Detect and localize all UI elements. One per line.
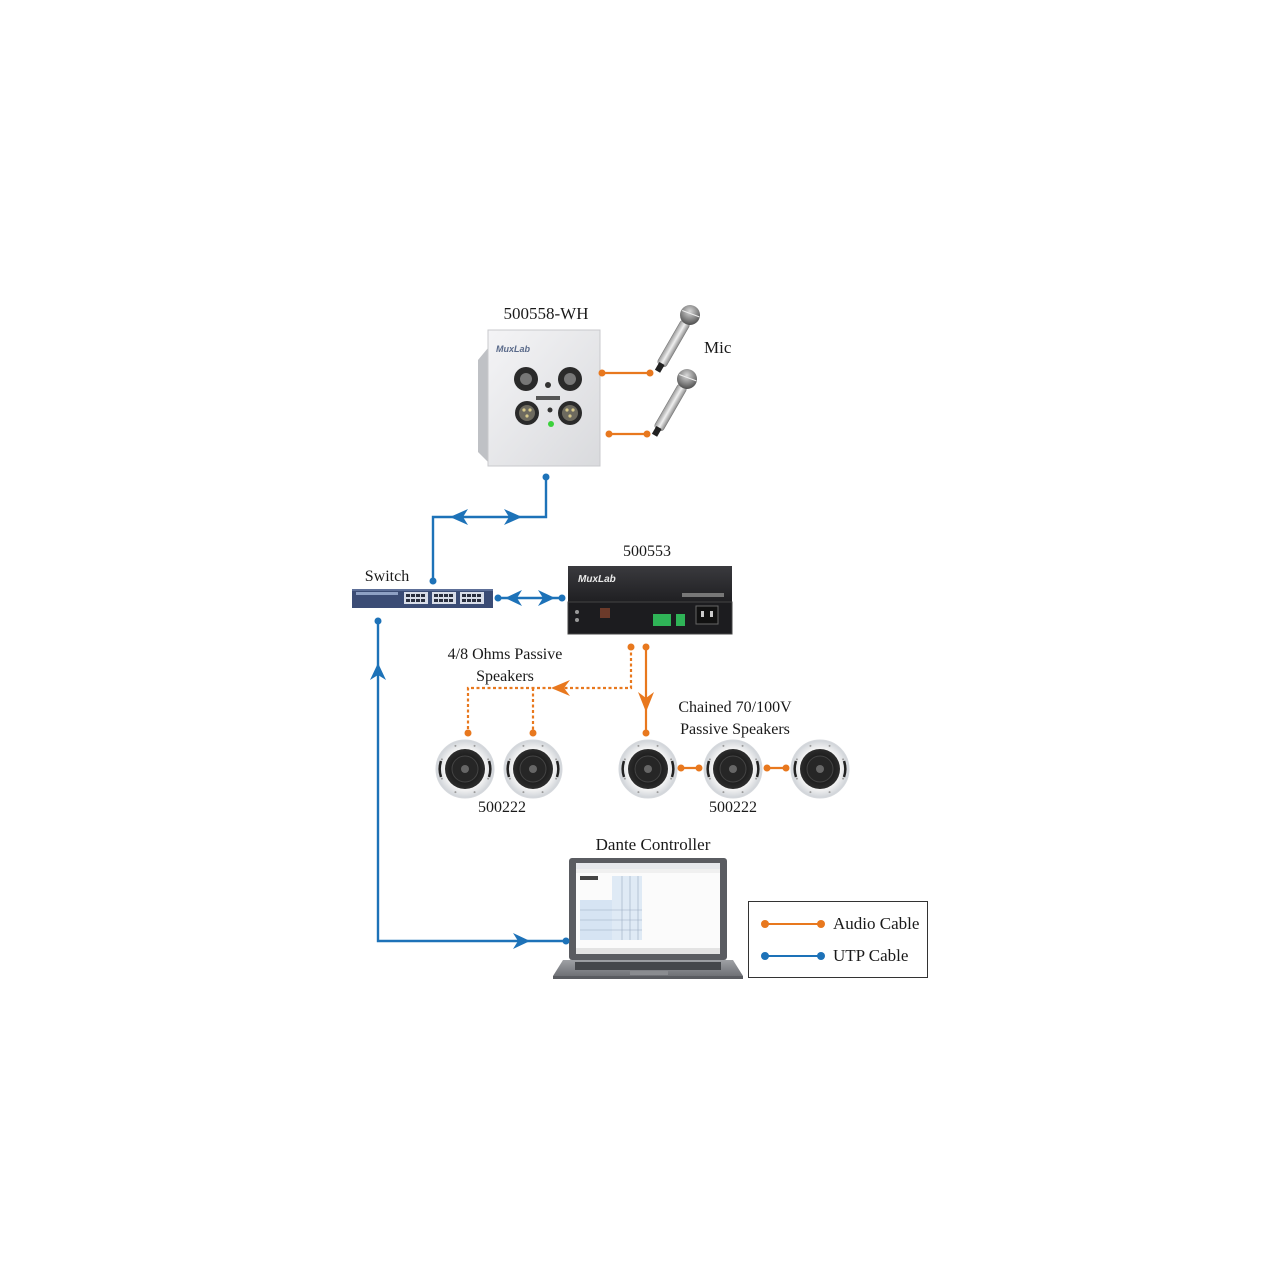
low-z-speakers-title-line2: Speakers bbox=[476, 668, 534, 685]
low-z-speakers-model: 500222 bbox=[478, 799, 526, 816]
amplifier-label: 500553 bbox=[623, 543, 671, 560]
ceiling-speaker-icon bbox=[703, 739, 763, 799]
arrow-right-icon bbox=[538, 590, 555, 606]
microphone-icon bbox=[654, 305, 700, 373]
amplifier-device: MuxLab bbox=[567, 566, 733, 635]
ceiling-speaker-icon bbox=[790, 739, 850, 799]
ceiling-speaker-icon bbox=[435, 739, 495, 799]
laptop-label: Dante Controller bbox=[595, 835, 711, 854]
legend-item-utp: UTP Cable bbox=[749, 946, 927, 966]
combo-jack-icon bbox=[514, 367, 582, 391]
arrow-down-icon bbox=[638, 692, 654, 712]
microphone-icon bbox=[651, 369, 697, 437]
mic-label: Mic bbox=[704, 338, 732, 357]
utp-cable-switch-laptop bbox=[376, 622, 566, 943]
low-z-speakers-title-line1: 4/8 Ohms Passive bbox=[447, 646, 563, 663]
amplifier-brand-logo: MuxLab bbox=[578, 574, 616, 585]
network-switch-device bbox=[352, 589, 493, 608]
xlr-jack-icon bbox=[515, 401, 582, 425]
chained-speakers-title-line2: Passive Speakers bbox=[680, 721, 790, 738]
arrow-left-icon bbox=[505, 590, 522, 606]
legend-label-utp: UTP Cable bbox=[833, 946, 909, 965]
arrow-left-icon bbox=[551, 680, 570, 696]
chained-speakers-title-line1: Chained 70/100V bbox=[678, 699, 792, 716]
utp-cable-wallplate-switch bbox=[431, 477, 548, 580]
ceiling-speaker-icon bbox=[503, 739, 563, 799]
wallplate-label: 500558-WH bbox=[503, 304, 589, 323]
audio-cables-low-z bbox=[466, 647, 633, 732]
legend: Audio Cable UTP Cable bbox=[748, 901, 928, 978]
audio-cable-swatch bbox=[761, 920, 825, 928]
arrow-left-icon bbox=[450, 509, 468, 525]
laptop-device bbox=[553, 858, 743, 979]
utp-cable-swatch bbox=[761, 952, 825, 960]
arrow-right-icon bbox=[504, 509, 522, 525]
status-led-icon bbox=[548, 421, 554, 427]
ceiling-speaker-icon bbox=[618, 739, 678, 799]
ethernet-ports bbox=[404, 592, 484, 604]
chained-speakers-model: 500222 bbox=[709, 799, 757, 816]
arrow-right-icon bbox=[513, 933, 530, 949]
utp-cables bbox=[376, 477, 566, 943]
wallplate-device: MuxLab bbox=[478, 329, 601, 467]
speaker-terminal-icon bbox=[653, 614, 671, 626]
legend-item-audio: Audio Cable bbox=[749, 914, 927, 934]
switch-label: Switch bbox=[364, 568, 410, 585]
legend-label-audio: Audio Cable bbox=[833, 914, 920, 933]
wallplate-brand-logo: MuxLab bbox=[496, 344, 531, 354]
arrow-up-icon bbox=[370, 663, 386, 680]
